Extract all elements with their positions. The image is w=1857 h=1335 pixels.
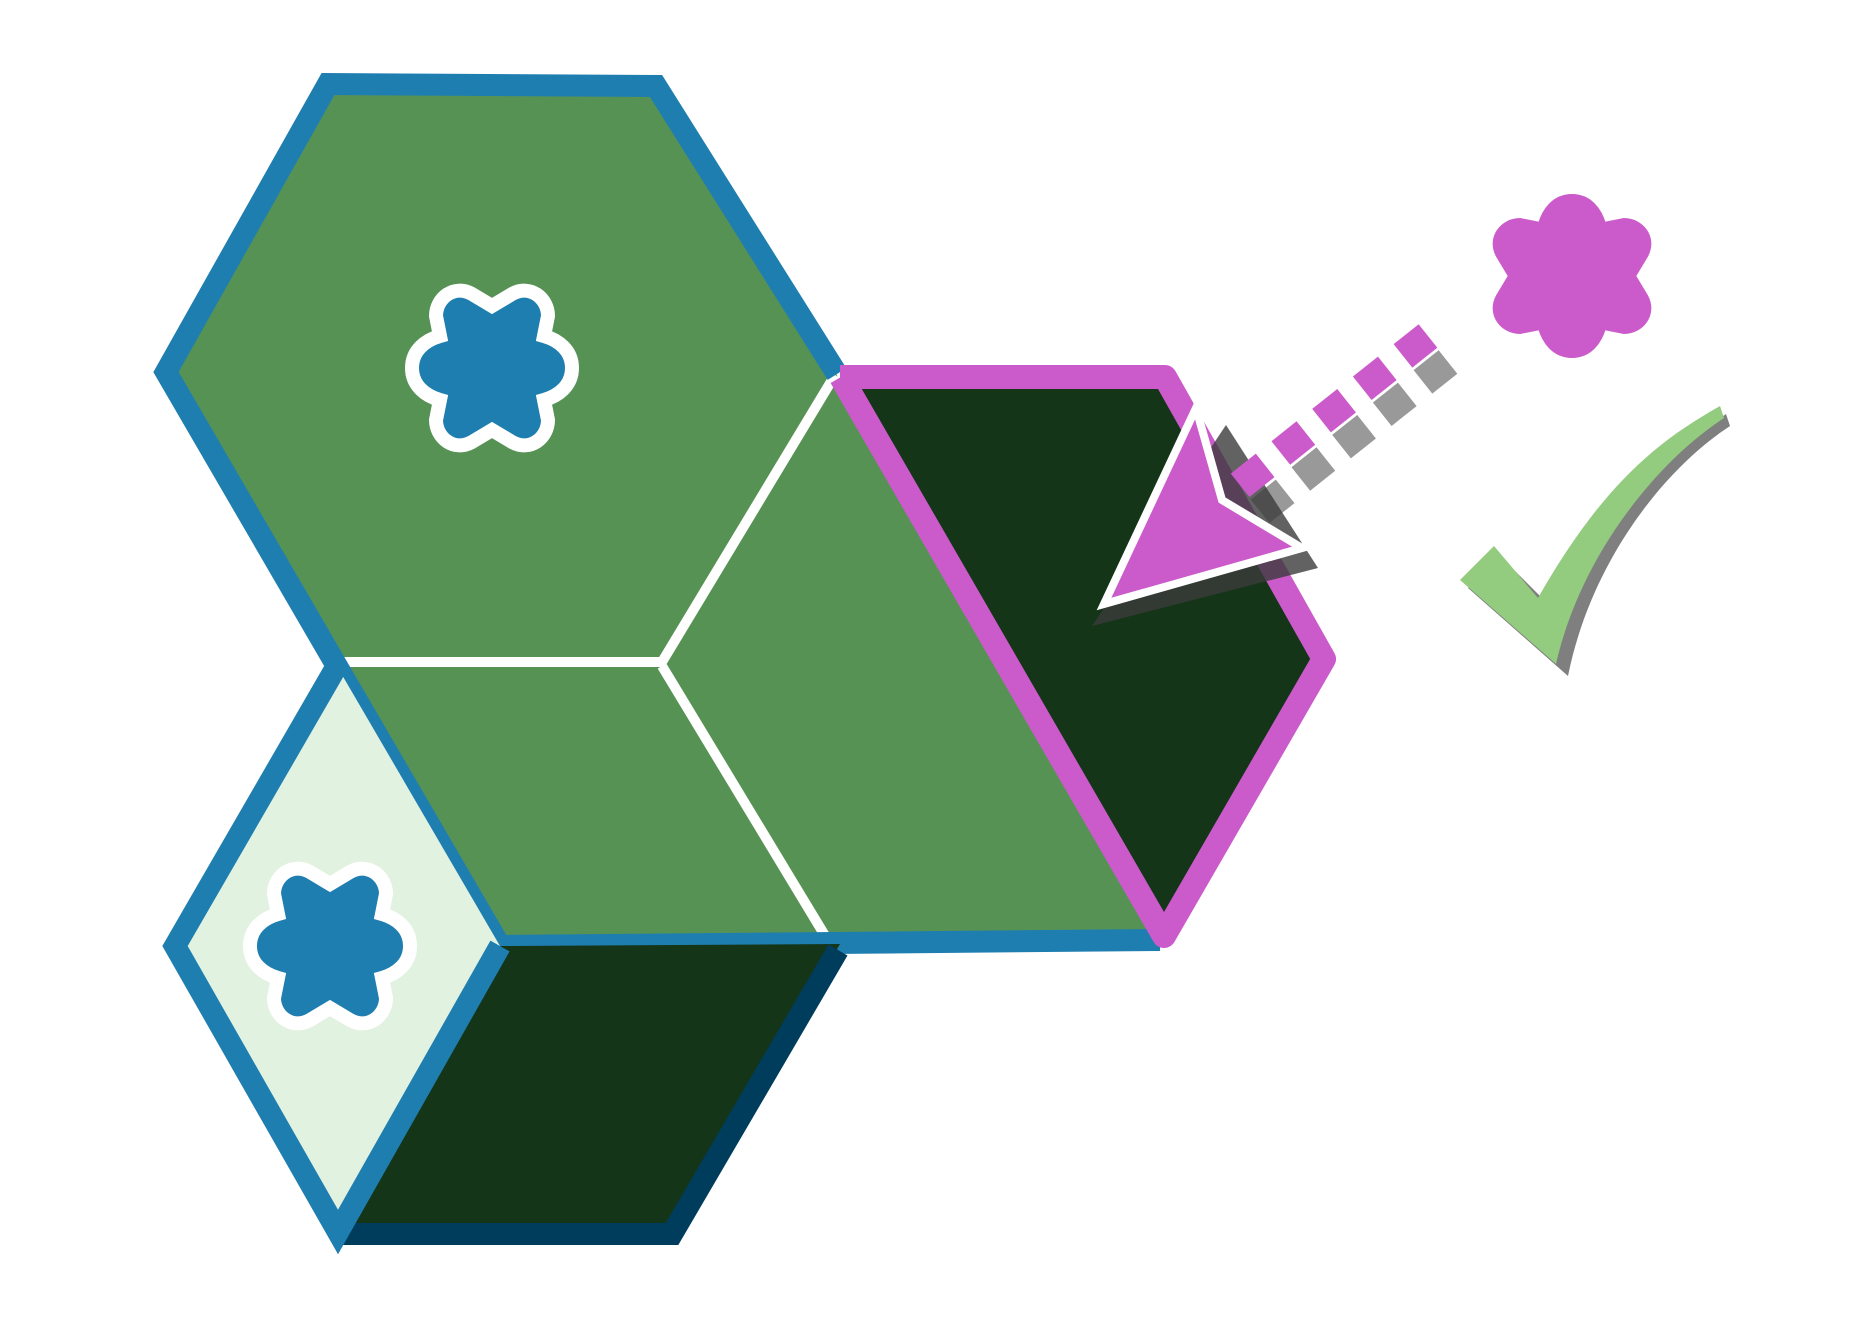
flower-icon	[1492, 194, 1652, 358]
hexagon-right-lozenge	[662, 372, 1162, 944]
cube-divider-lower	[657, 663, 835, 947]
dashed-arrow-icon	[1092, 324, 1458, 626]
flower-icon	[250, 869, 410, 1024]
right-hexagon-outline	[830, 365, 1336, 948]
cube-divider-lines	[340, 372, 840, 667]
check-body	[1460, 406, 1724, 664]
arrow-line-outline	[1204, 336, 1428, 514]
arrow-line	[1194, 324, 1438, 526]
check-mark-icon	[1460, 406, 1730, 676]
flower-icon	[412, 291, 572, 446]
bottom-dark-outline	[340, 944, 848, 1245]
large-hexagon	[153, 72, 1162, 958]
arrow-head	[1096, 396, 1312, 611]
bottom-hexagon-outline	[162, 658, 510, 1255]
